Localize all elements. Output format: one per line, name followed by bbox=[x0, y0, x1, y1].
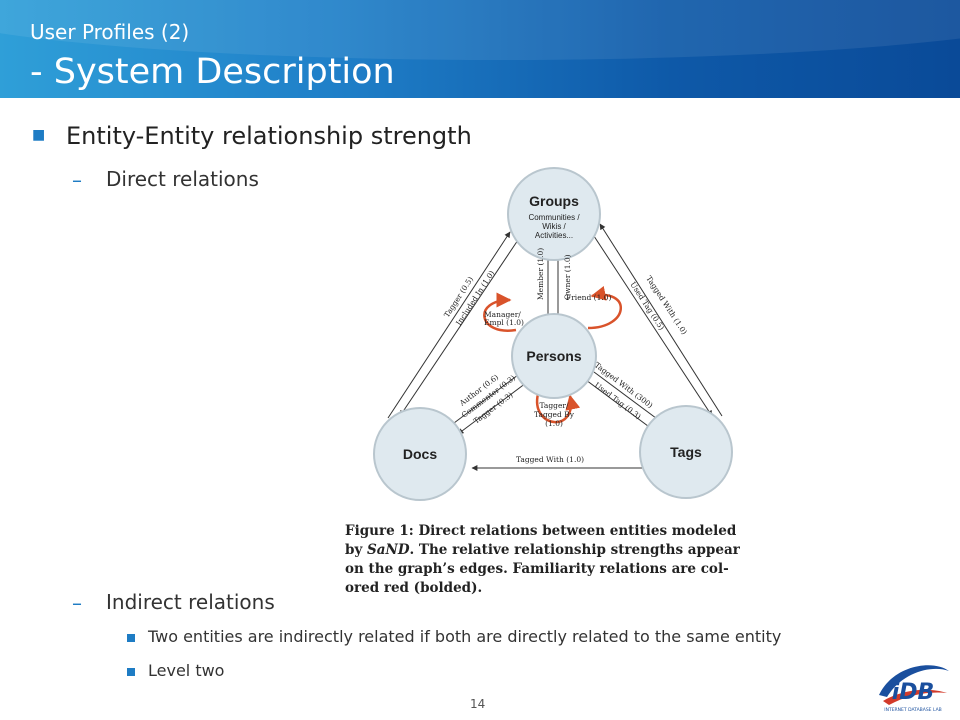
label-persons-groups-1: Member (1.0) bbox=[536, 248, 545, 300]
dash-bullet-icon: – bbox=[72, 168, 82, 192]
caption-line4: ored red (bolded). bbox=[345, 580, 483, 596]
groups-title: Groups bbox=[529, 193, 579, 209]
label-tagger-2: Tagged By bbox=[534, 410, 575, 419]
edge-docs-groups-1 bbox=[387, 231, 511, 419]
logo-subtext: INTERNET DATABASE LAB bbox=[884, 707, 941, 713]
logo-swoosh bbox=[879, 665, 949, 697]
node-groups bbox=[507, 167, 601, 261]
item-indirect-definition: Two entities are indirectly related if b… bbox=[148, 627, 782, 646]
caption-line1: Figure 1: Direct relations between entit… bbox=[345, 523, 737, 539]
edge-persons-tags-1 bbox=[593, 371, 665, 425]
caption-line2-post: . The relative relationship strengths ap… bbox=[409, 542, 740, 558]
label-manager-1: Manager/ bbox=[484, 310, 521, 319]
sub-bullet-indirect-relations: Indirect relations bbox=[106, 590, 275, 614]
node-tags bbox=[639, 405, 733, 499]
node-docs bbox=[373, 407, 467, 501]
item-level-two: Level two bbox=[148, 661, 225, 680]
page-number: 14 bbox=[470, 697, 486, 711]
tagger-loop bbox=[535, 393, 581, 424]
edge-persons-docs-2 bbox=[457, 379, 531, 435]
docs-title: Docs bbox=[403, 446, 437, 462]
dash-bullet-icon: – bbox=[72, 591, 82, 615]
groups-sub1: Communities / bbox=[528, 213, 580, 222]
sub-bullet-direct-relations: Direct relations bbox=[106, 167, 259, 191]
edge-persons-tags-2 bbox=[585, 379, 657, 433]
friend-loop bbox=[587, 286, 622, 330]
label-manager-2: Empl (1.0) bbox=[484, 318, 524, 327]
caption-sand: SaND bbox=[366, 542, 410, 558]
edge-tags-groups-2 bbox=[599, 223, 723, 417]
idb-logo: iDB INTERNET DATABASE LAB bbox=[879, 665, 949, 713]
label-friend: Friend (1.0) bbox=[566, 293, 611, 302]
slide-title-line1: User Profiles (2) bbox=[30, 20, 190, 44]
square-bullet-icon bbox=[127, 634, 135, 642]
groups-sub2: Wikis / bbox=[542, 222, 566, 231]
bullet-entity-relationship: Entity-Entity relationship strength bbox=[66, 122, 472, 150]
edge-persons-docs-1 bbox=[449, 371, 523, 427]
logo-text: iDB bbox=[892, 680, 935, 705]
label-persons-groups-2: Owner (1.0) bbox=[563, 254, 572, 300]
groups-sub3: Activities... bbox=[535, 231, 573, 240]
node-persons bbox=[511, 313, 597, 399]
square-bullet-icon bbox=[127, 668, 135, 676]
manager-loop bbox=[483, 292, 517, 332]
caption-line2-pre: by bbox=[345, 542, 367, 558]
slide-title-line2: - System Description bbox=[30, 52, 395, 92]
relations-diagram: Groups Communities / Wikis / Activities.… bbox=[373, 167, 733, 501]
tags-title: Tags bbox=[670, 444, 702, 460]
label-docs-tags: Tagged With (1.0) bbox=[516, 455, 584, 464]
persons-title: Persons bbox=[526, 348, 581, 364]
caption-line2: by SaND. The relative relationship stren… bbox=[345, 541, 765, 560]
caption-line3: on the graph’s edges. Familiarity relati… bbox=[345, 561, 729, 577]
edge-groups-tags-1 bbox=[589, 229, 713, 417]
label-persons-tags-2: Used Tag (0.3) bbox=[593, 380, 643, 421]
label-tagger-3: (1.0) bbox=[545, 419, 563, 428]
label-tagger-1: Tagger/ bbox=[539, 401, 569, 410]
logo-swoosh-red bbox=[883, 689, 947, 705]
figure-caption: Figure 1: Direct relations between entit… bbox=[345, 522, 765, 598]
edge-groups-docs-2 bbox=[399, 239, 519, 417]
square-bullet-icon: ■ bbox=[32, 127, 46, 143]
title-bar: User Profiles (2) - System Description bbox=[0, 0, 960, 98]
